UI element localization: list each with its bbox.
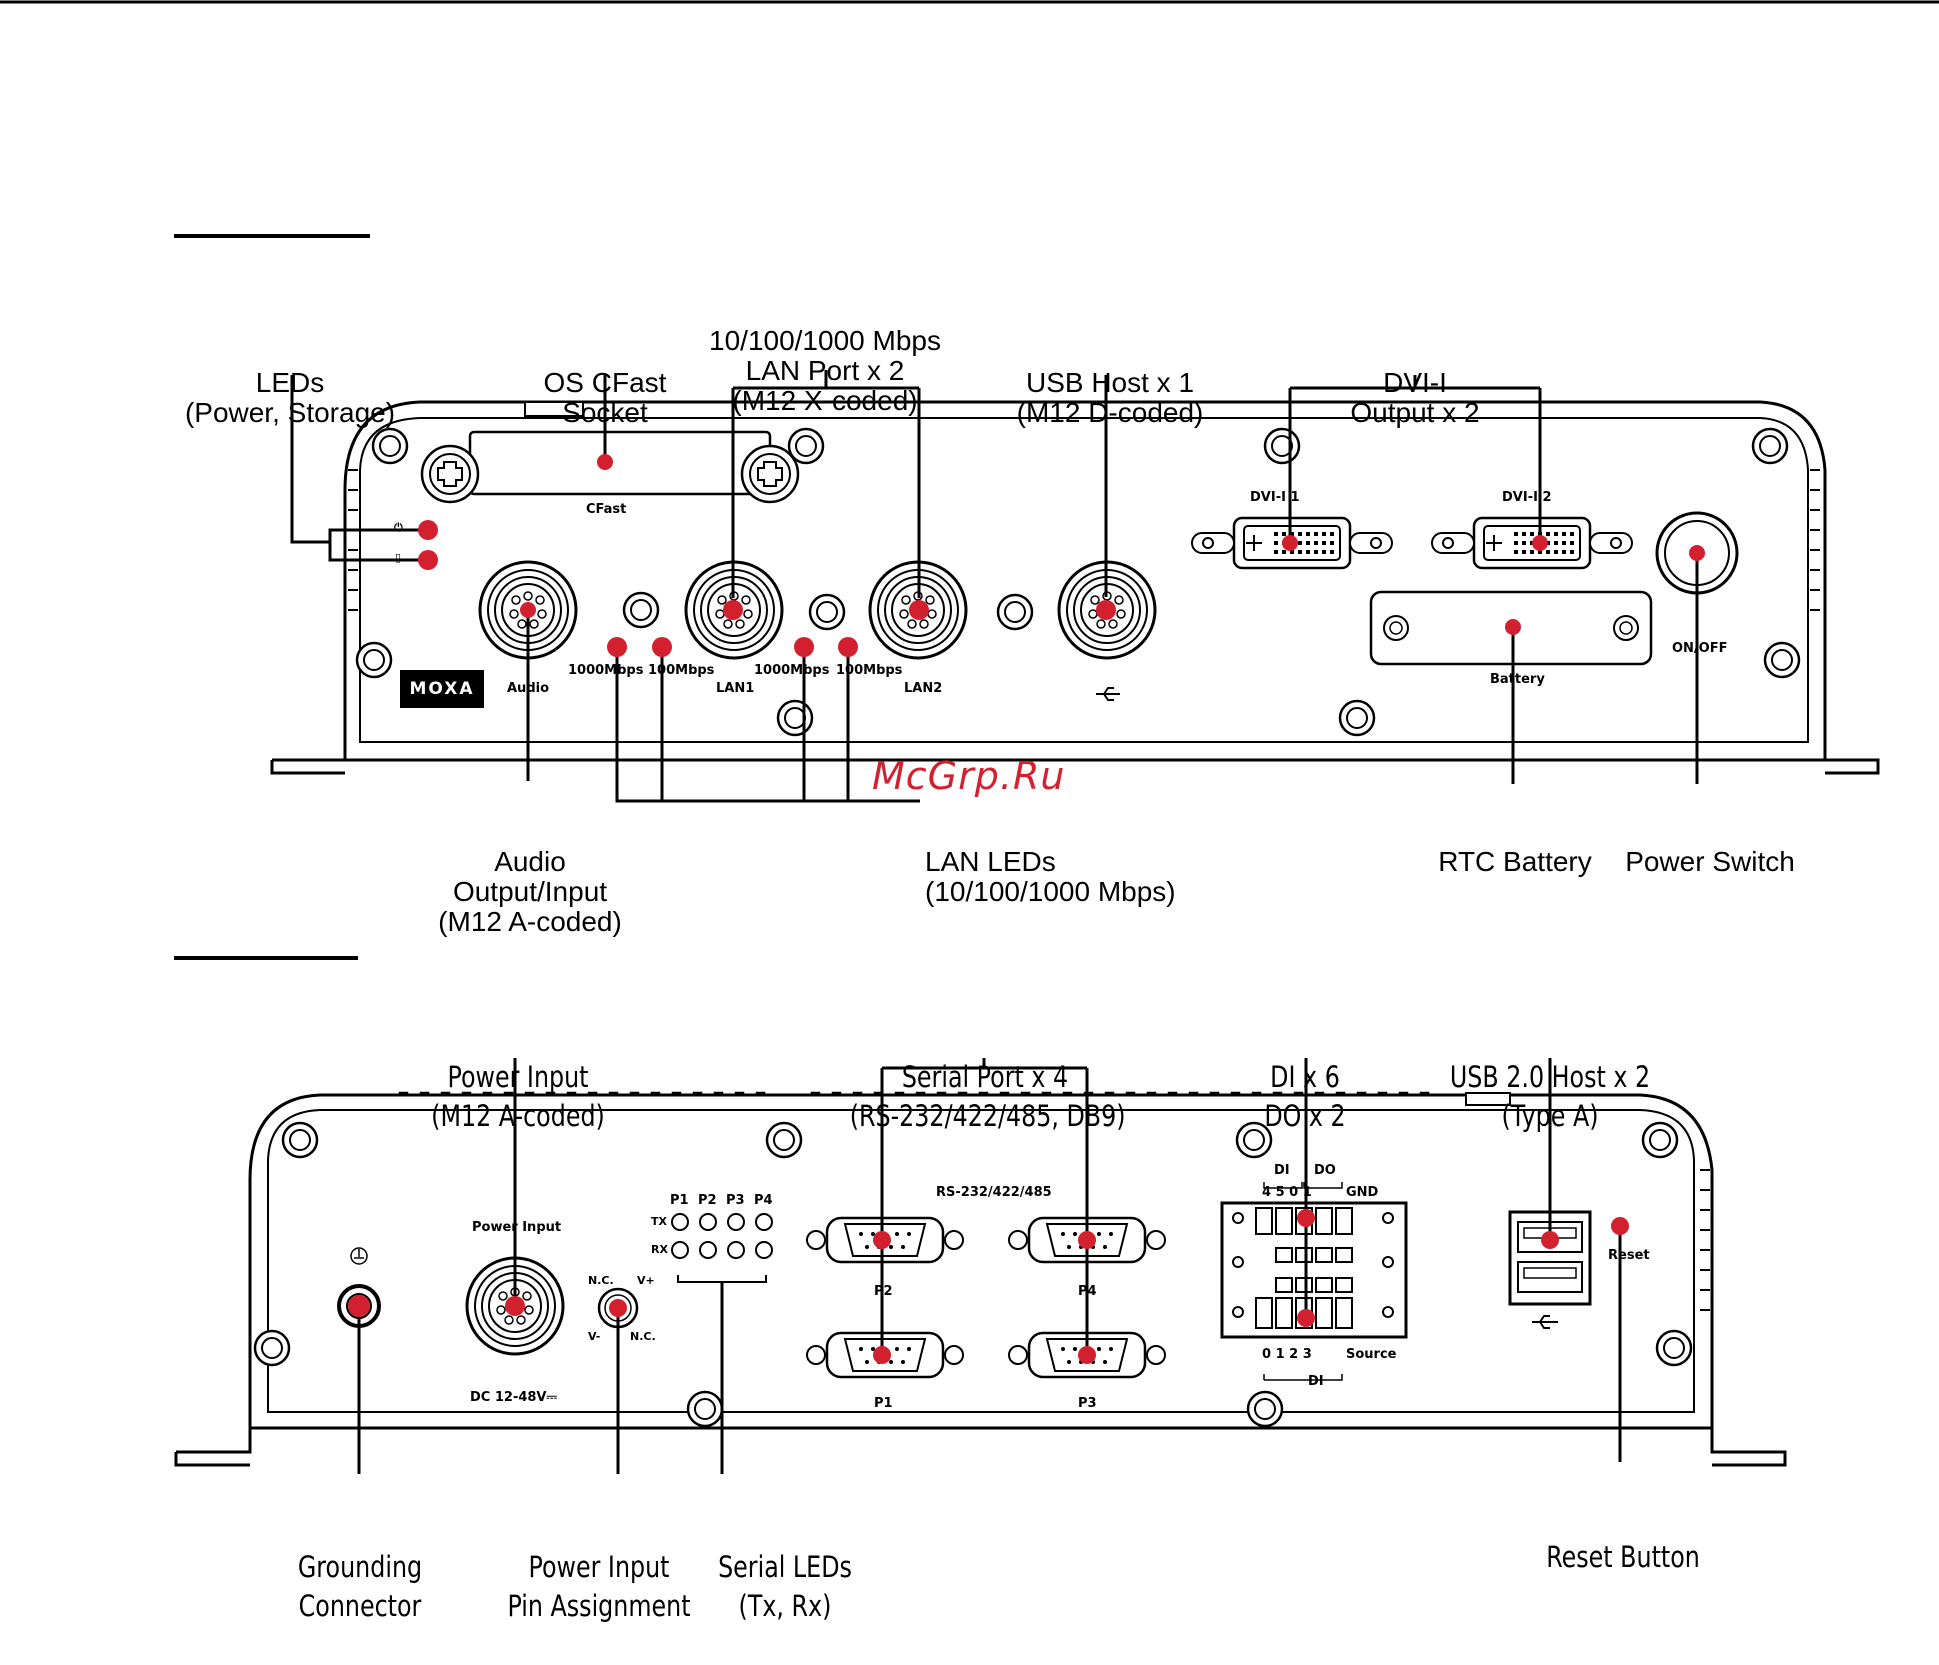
callout-usb-host: USB Host x 1(M12 D-coded): [1016, 367, 1204, 428]
lan1-dot: [723, 600, 743, 620]
di-bottom-label: DI: [1308, 1374, 1324, 1389]
usb-a-dot: [1541, 1231, 1559, 1249]
callout-lan-leds: LAN LEDs(10/100/1000 Mbps): [925, 846, 1176, 907]
battery-dot: [1505, 619, 1521, 635]
p3-dot: [1078, 1346, 1096, 1364]
storage-led-icon: ▯: [395, 551, 402, 564]
led-100-a-label: 100Mbps: [648, 663, 715, 678]
gnd-label: GND: [1346, 1185, 1379, 1200]
pin-nc2-label: N.C.: [630, 1330, 656, 1343]
callout-reset-button: Reset Button: [1546, 1540, 1700, 1574]
pin-vminus-label: V-: [588, 1330, 601, 1343]
dvi2-label: DVI-I 2: [1502, 490, 1552, 505]
dvi1-dot: [1282, 535, 1298, 551]
front-callout-dots: [418, 454, 1705, 657]
callout-power-input: Power Input(M12 A-coded): [431, 1060, 605, 1133]
serial-led-tx-label: TX: [651, 1215, 667, 1228]
callout-leds: LEDs(Power, Storage): [184, 367, 396, 428]
di-dot: [1297, 1309, 1315, 1327]
lan1-label: LAN1: [716, 681, 755, 696]
rs-label: RS-232/422/485: [936, 1185, 1052, 1200]
power-switch-dot: [1689, 545, 1705, 561]
led-storage-dot: [418, 550, 438, 570]
diagram-canvas: [0, 0, 1939, 1474]
rear-callout-lines: [357, 1058, 1622, 1474]
led-100-b-label: 100Mbps: [836, 663, 903, 678]
power-input-panel-label: Power Input: [472, 1220, 562, 1235]
serial-led-p3-header: P3: [726, 1193, 745, 1208]
reset-panel-label: Reset: [1608, 1248, 1650, 1263]
reset-dot: [1611, 1217, 1629, 1235]
serial-led-p2-header: P2: [698, 1193, 717, 1208]
callout-serial-ports: Serial Port x 4(RS-232/422/485, DB9): [849, 1060, 1126, 1133]
do-top-label: DO: [1314, 1163, 1336, 1178]
serial-led-p1-header: P1: [670, 1193, 689, 1208]
rear-callout-dots: [348, 1209, 1629, 1364]
p2-label: P2: [874, 1284, 893, 1299]
dio-bottom-numbers: 0 1 2 3: [1262, 1347, 1312, 1362]
battery-label: Battery: [1490, 672, 1545, 687]
lan2-label: LAN2: [904, 681, 943, 696]
cfast-label: CFast: [586, 502, 627, 517]
callout-rtc-battery: RTC Battery: [1438, 846, 1592, 877]
p1-label: P1: [874, 1396, 893, 1411]
p4-dot: [1078, 1231, 1096, 1249]
p3-label: P3: [1078, 1396, 1097, 1411]
watermark: McGrp.Ru: [872, 754, 1066, 798]
audio-dot: [520, 602, 536, 618]
lan-led-1000b-dot: [794, 637, 814, 657]
dio-top-numbers: 4 5 0 1: [1262, 1185, 1312, 1200]
rear-panel-chassis: [174, 1091, 1787, 1467]
led-1000-b-label: 1000Mbps: [754, 663, 830, 678]
audio-label: Audio: [507, 681, 550, 696]
front-panel-chassis: [270, 400, 1880, 775]
led-1000-a-label: 1000Mbps: [568, 663, 644, 678]
power-led-icon: ⏻: [394, 521, 403, 534]
callout-usb2-host: USB 2.0 Host x 2(Type A): [1449, 1060, 1651, 1133]
serial-led-rx-label: RX: [651, 1243, 668, 1256]
lan-led-1000a-dot: [607, 637, 627, 657]
serial-led-p4-header: P4: [754, 1193, 773, 1208]
front-callout-lines: [290, 370, 1699, 803]
p4-label: P4: [1078, 1284, 1097, 1299]
callout-power-switch: Power Switch: [1625, 846, 1795, 877]
callout-serial-leds: Serial LEDs(Tx, Rx): [718, 1550, 852, 1623]
do-dot: [1297, 1209, 1315, 1227]
dvi2-dot: [1532, 535, 1548, 551]
pin-nc1-label: N.C.: [588, 1274, 614, 1287]
pin-vplus-label: V+: [637, 1274, 655, 1287]
p2-dot: [873, 1231, 891, 1249]
moxa-logo: MOXA: [400, 670, 484, 708]
cfast-dot: [597, 454, 613, 470]
usb-m12-dot: [1096, 600, 1116, 620]
led-power-dot: [418, 520, 438, 540]
p1-dot: [873, 1346, 891, 1364]
dc-label: DC 12-48V⎓: [470, 1390, 557, 1405]
lan2-dot: [909, 600, 929, 620]
source-label: Source: [1346, 1347, 1397, 1362]
grounding-dot: [348, 1295, 370, 1317]
onoff-label: ON/OFF: [1672, 641, 1728, 656]
power-input-dot: [505, 1296, 525, 1316]
dvi1-label: DVI-I 1: [1250, 490, 1300, 505]
lan-led-100b-dot: [838, 637, 858, 657]
di-top-label: DI: [1274, 1163, 1290, 1178]
lan-led-100a-dot: [652, 637, 672, 657]
pin-assign-dot: [609, 1299, 627, 1317]
